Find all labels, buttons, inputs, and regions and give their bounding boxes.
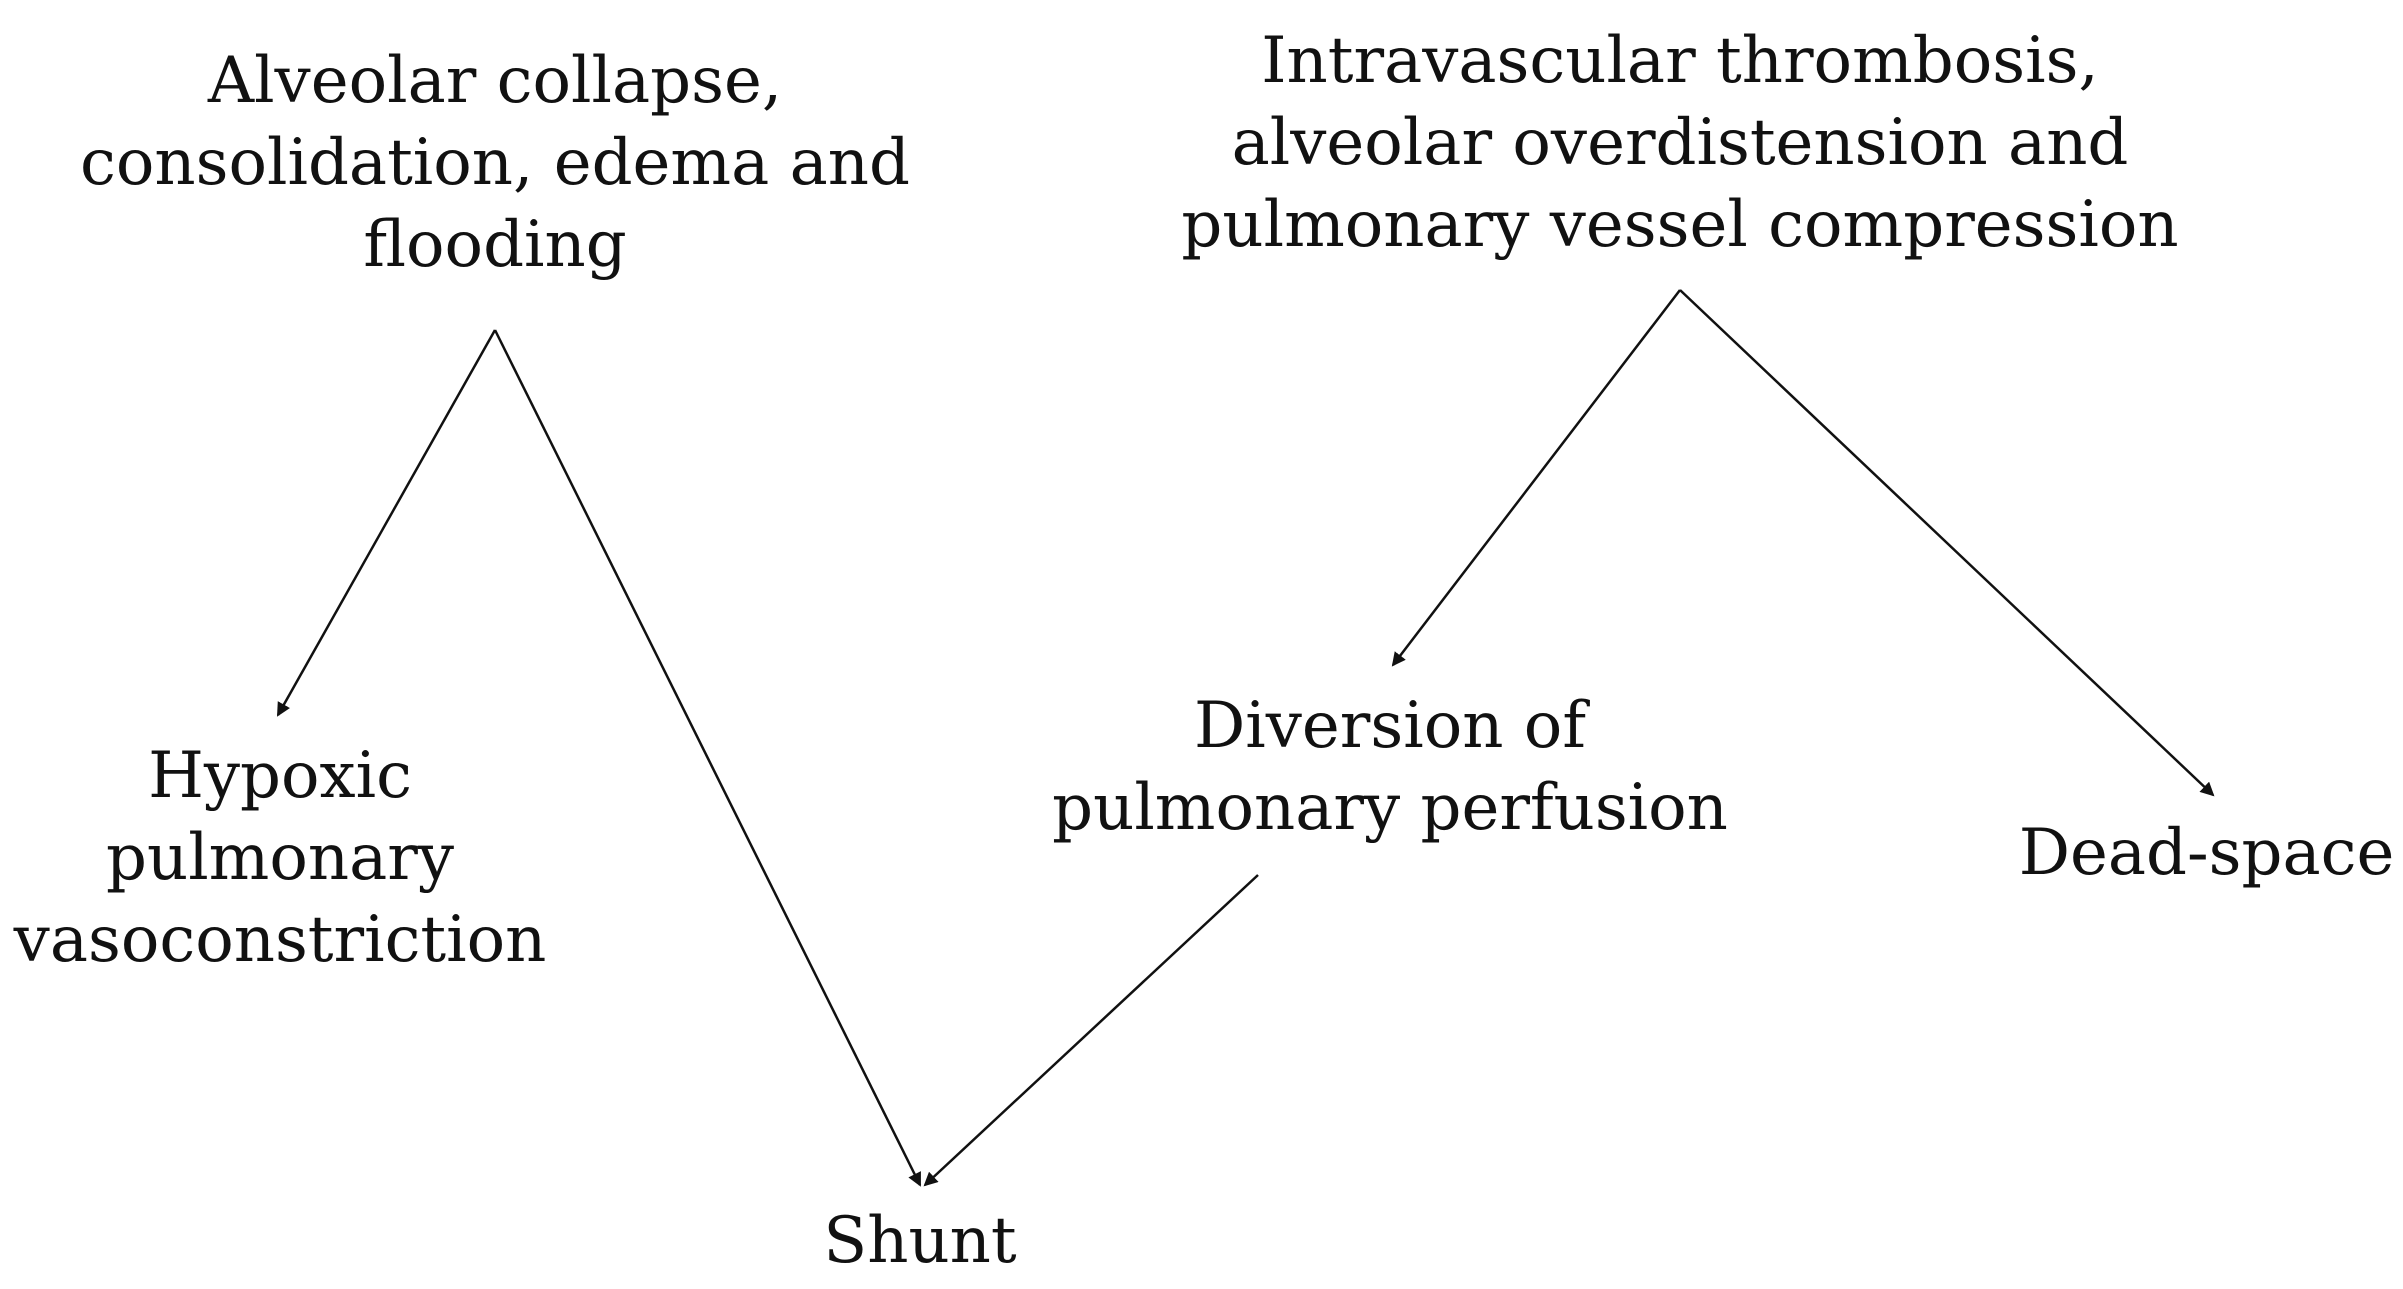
arrow-diversion-to-shunt bbox=[923, 874, 1259, 1187]
node-intravascular-thrombosis: Intravascular thrombosis, alveolar overd… bbox=[1150, 20, 2210, 266]
node-text-line: consolidation, edema and bbox=[80, 126, 910, 200]
node-shunt: Shunt bbox=[770, 1200, 1070, 1282]
node-text-line: Intravascular thrombosis, bbox=[1261, 24, 2099, 98]
node-text-line: flooding bbox=[363, 208, 627, 282]
node-text-line: Hypoxic bbox=[148, 739, 412, 813]
arrow-intravascular-to-deadspace bbox=[1679, 289, 2215, 797]
arrow-alveolar-to-hypoxic bbox=[276, 329, 497, 717]
node-dead-space: Dead-space bbox=[2010, 812, 2403, 894]
node-alveolar-collapse: Alveolar collapse, consolidation, edema … bbox=[40, 40, 950, 286]
node-text-line: pulmonary bbox=[106, 821, 454, 895]
node-text-line: Shunt bbox=[823, 1204, 1017, 1278]
arrow-alveolar-to-shunt bbox=[493, 329, 922, 1187]
node-text-line: Alveolar collapse, bbox=[207, 44, 783, 118]
node-diversion-of-perfusion: Diversion of pulmonary perfusion bbox=[1030, 685, 1750, 849]
node-hypoxic-vasoconstriction: Hypoxic pulmonary vasoconstriction bbox=[0, 735, 560, 981]
node-text-line: Diversion of bbox=[1193, 689, 1587, 763]
arrow-intravascular-to-diversion bbox=[1391, 289, 1681, 667]
node-text-line: pulmonary vessel compression bbox=[1181, 188, 2179, 262]
node-text-line: Dead-space bbox=[2018, 816, 2395, 890]
node-text-line: pulmonary perfusion bbox=[1052, 771, 1728, 845]
node-text-line: vasoconstriction bbox=[13, 903, 547, 977]
node-text-line: alveolar overdistension and bbox=[1231, 106, 2129, 180]
